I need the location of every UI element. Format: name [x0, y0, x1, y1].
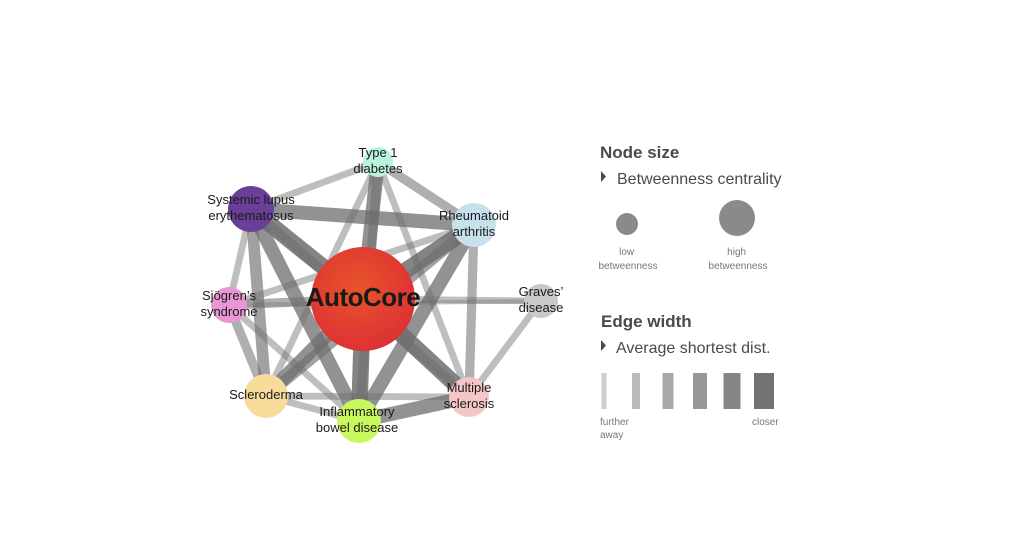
- edge-width-bar: [723, 373, 741, 409]
- node-type1-circle: [363, 147, 393, 177]
- edge-width-bar: [693, 373, 707, 409]
- edge-width-bar: [632, 373, 640, 409]
- node-autocore-label: AutoCore: [306, 282, 420, 312]
- node-sle-circle: [228, 186, 274, 232]
- edge-width-bar: [662, 373, 674, 409]
- node-graves[interactable]: Graves’disease: [519, 284, 564, 318]
- node-scleroderma-label: Scleroderma: [229, 387, 303, 402]
- legend-node-size-heading: Node size: [600, 143, 679, 162]
- triangle-right-icon: [601, 340, 606, 351]
- edge-sle-ibd: [244, 205, 366, 425]
- legend-high-betweenness-label: high betweenness: [709, 247, 768, 272]
- edge-sle-scleroderma: [245, 208, 272, 397]
- node-graves-label: Graves’disease: [519, 284, 564, 315]
- legend-further-away-label: further away: [600, 417, 632, 441]
- node-sjogren-circle: [211, 287, 247, 323]
- legend-edge-width: Edge width Average shortest dist. furthe…: [600, 312, 779, 441]
- edge-type1-ms: [374, 160, 473, 399]
- edge-ra-ms: [464, 224, 479, 398]
- node-scleroderma-circle: [244, 374, 288, 418]
- legend-low-betweenness-marker: [616, 213, 638, 235]
- triangle-right-icon: [601, 171, 606, 182]
- legend-edge-width-subtitle: Average shortest dist.: [616, 340, 770, 357]
- legend-node-size-subtitle: Betweenness centrality: [617, 171, 782, 188]
- node-scleroderma[interactable]: Scleroderma: [229, 374, 304, 418]
- legend-low-betweenness-label: low betweenness: [599, 247, 658, 272]
- node-autocore-circle: [311, 247, 415, 351]
- node-ra-circle: [452, 203, 496, 247]
- node-ibd-circle: [337, 399, 381, 443]
- edge-sle-ra: [250, 202, 475, 232]
- edge-ra-ibd: [352, 221, 481, 425]
- node-graves-circle: [524, 284, 558, 318]
- edge-scleroderma-ms: [265, 392, 470, 401]
- edge-sjogren-ibd: [226, 302, 362, 424]
- edge-width-bar: [601, 373, 607, 409]
- legend-high-betweenness-marker: [719, 200, 755, 236]
- edge-width-bar: [754, 373, 774, 409]
- node-autocore[interactable]: AutoCore: [306, 247, 421, 351]
- legend-node-size: Node size Betweenness centrality low bet…: [599, 143, 782, 272]
- legend-edge-width-heading: Edge width: [601, 312, 692, 331]
- legend-closer-label: closer: [752, 417, 779, 428]
- node-ms-circle: [449, 377, 489, 417]
- edge-width-scale: [601, 373, 774, 409]
